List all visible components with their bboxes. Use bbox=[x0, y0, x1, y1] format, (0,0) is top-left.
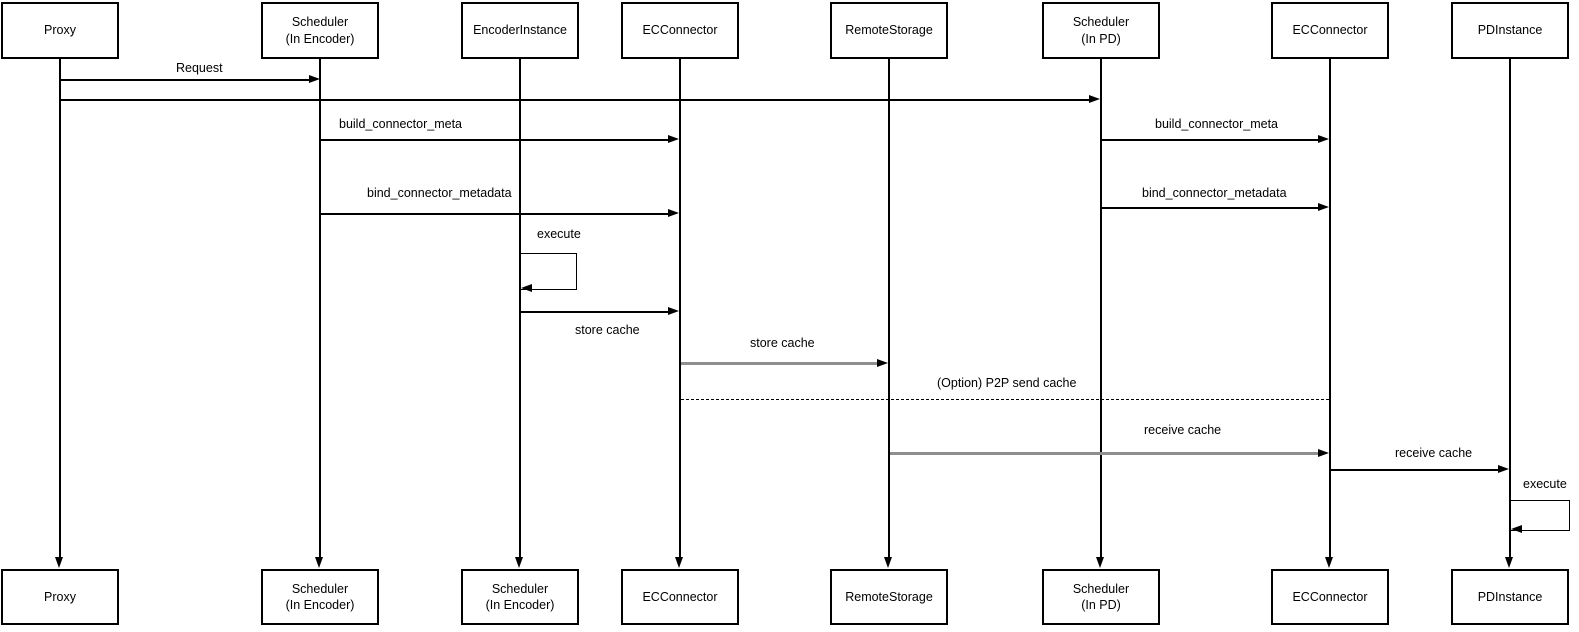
actor-bottom-scheduler-in-pd: Scheduler (In PD) bbox=[1042, 569, 1160, 625]
message-line-build-connector-meta-left bbox=[321, 139, 669, 141]
arrowhead-right bbox=[877, 359, 888, 367]
actor-bottom-proxy: Proxy bbox=[1, 569, 119, 625]
lifeline-end-arrowhead bbox=[1505, 557, 1513, 568]
arrowhead-right bbox=[1318, 449, 1329, 457]
lifeline-encoder-instance bbox=[519, 59, 521, 561]
message-label-store-cache-1: store cache bbox=[573, 323, 642, 338]
actor-bottom-encoder-instance: Scheduler (In Encoder) bbox=[461, 569, 579, 625]
arrowhead-left bbox=[521, 284, 532, 292]
lifeline-end-arrowhead bbox=[55, 557, 63, 568]
actor-bottom-pd-instance: PDInstance bbox=[1451, 569, 1569, 625]
message-label-request: Request bbox=[174, 61, 225, 76]
arrowhead-right bbox=[309, 75, 320, 83]
message-line-request bbox=[61, 79, 310, 81]
message-line-p2p-send-cache bbox=[681, 399, 1329, 400]
lifeline-scheduler-in-encoder bbox=[319, 59, 321, 561]
arrowhead-left bbox=[1511, 525, 1522, 533]
message-line-proxy-to-scheduler-pd bbox=[61, 99, 1090, 101]
actor-bottom-remote-storage: RemoteStorage bbox=[830, 569, 948, 625]
lifeline-end-arrowhead bbox=[1325, 557, 1333, 568]
lifeline-end-arrowhead bbox=[884, 557, 892, 568]
lifeline-ec-connector-pd bbox=[1329, 59, 1331, 561]
lifeline-end-arrowhead bbox=[315, 557, 323, 568]
actor-top-pd-instance: PDInstance bbox=[1451, 2, 1569, 59]
message-line-bind-connector-metadata-left bbox=[321, 213, 669, 215]
arrowhead-right bbox=[1498, 465, 1509, 473]
message-line-store-cache-1 bbox=[521, 311, 669, 313]
lifeline-remote-storage bbox=[888, 59, 890, 561]
message-label-build-connector-meta-left: build_connector_meta bbox=[337, 117, 464, 132]
message-label-execute-encoder: execute bbox=[535, 227, 583, 242]
message-label-bind-connector-metadata-left: bind_connector_metadata bbox=[365, 186, 514, 201]
message-label-bind-connector-metadata-right: bind_connector_metadata bbox=[1140, 186, 1289, 201]
lifeline-end-arrowhead bbox=[675, 557, 683, 568]
arrowhead-right bbox=[668, 307, 679, 315]
lifeline-scheduler-in-pd bbox=[1100, 59, 1102, 561]
lifeline-ec-connector-encoder bbox=[679, 59, 681, 561]
actor-top-encoder-instance: EncoderInstance bbox=[461, 2, 579, 59]
message-line-bind-connector-metadata-right bbox=[1102, 207, 1319, 209]
lifeline-pd-instance bbox=[1509, 59, 1511, 561]
message-label-p2p-send-cache: (Option) P2P send cache bbox=[935, 376, 1079, 391]
self-loop-execute-encoder bbox=[520, 253, 577, 290]
actor-bottom-ec-connector-pd: ECConnector bbox=[1271, 569, 1389, 625]
message-label-execute-pd: execute bbox=[1521, 477, 1569, 492]
lifeline-end-arrowhead bbox=[1096, 557, 1104, 568]
actor-bottom-ec-connector-encoder: ECConnector bbox=[621, 569, 739, 625]
actor-top-proxy: Proxy bbox=[1, 2, 119, 59]
actor-top-remote-storage: RemoteStorage bbox=[830, 2, 948, 59]
arrowhead-right bbox=[668, 209, 679, 217]
message-label-store-cache-2: store cache bbox=[748, 336, 817, 351]
message-line-build-connector-meta-right bbox=[1102, 139, 1319, 141]
arrowhead-right bbox=[668, 135, 679, 143]
arrowhead-right bbox=[1089, 95, 1100, 103]
actor-top-scheduler-in-pd: Scheduler (In PD) bbox=[1042, 2, 1160, 59]
actor-top-scheduler-in-encoder: Scheduler (In Encoder) bbox=[261, 2, 379, 59]
self-loop-execute-pd bbox=[1510, 500, 1570, 531]
message-label-receive-cache-1: receive cache bbox=[1142, 423, 1224, 438]
actor-top-ec-connector-pd: ECConnector bbox=[1271, 2, 1389, 59]
arrowhead-right bbox=[1318, 203, 1329, 211]
lifeline-end-arrowhead bbox=[515, 557, 523, 568]
arrowhead-right bbox=[1318, 135, 1329, 143]
message-line-store-cache-2 bbox=[681, 362, 878, 365]
message-line-receive-cache-2 bbox=[1331, 469, 1499, 471]
actor-bottom-scheduler-in-encoder: Scheduler (In Encoder) bbox=[261, 569, 379, 625]
message-label-build-connector-meta-right: build_connector_meta bbox=[1153, 117, 1280, 132]
actor-top-ec-connector-encoder: ECConnector bbox=[621, 2, 739, 59]
message-label-receive-cache-2: receive cache bbox=[1393, 446, 1475, 461]
lifeline-proxy bbox=[59, 59, 61, 561]
message-line-receive-cache-1 bbox=[890, 452, 1318, 455]
